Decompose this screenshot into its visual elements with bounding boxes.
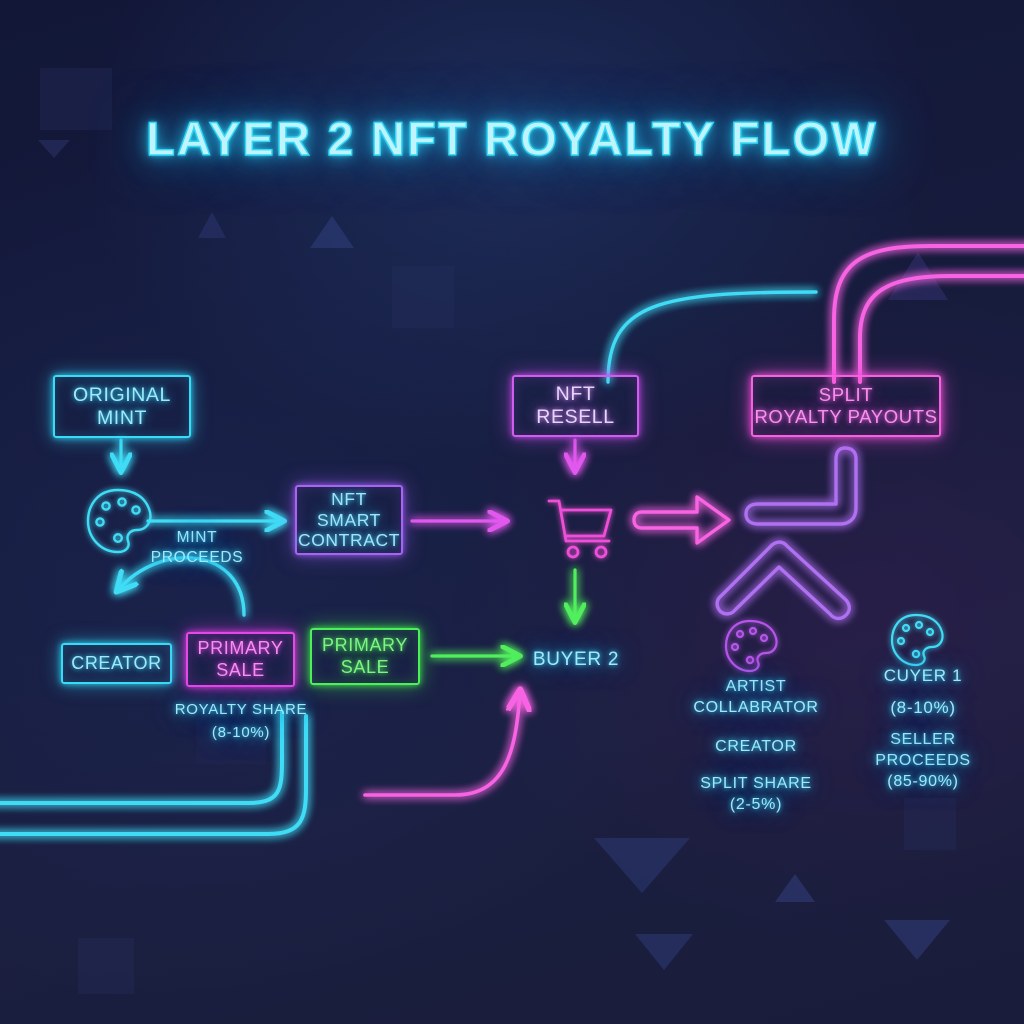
bg-triangle xyxy=(888,252,948,300)
bg-triangle xyxy=(884,920,950,960)
label-cuyer-1: CUYER 1 xyxy=(883,666,963,685)
node-split-royalty-payouts[interactable]: SPLIT ROYALTY PAYOUTS xyxy=(751,375,941,437)
bg-square xyxy=(392,266,454,328)
bg-triangle xyxy=(635,934,693,970)
node-original-mint[interactable]: ORIGINAL MINT xyxy=(53,375,191,438)
label-seller-proceeds: SELLER PROCEEDS (85-90%) xyxy=(875,731,971,790)
bg-triangle xyxy=(775,874,815,902)
shopping-cart-icon xyxy=(547,499,613,559)
node-primary-sale-green[interactable]: PRIMARY SALE xyxy=(310,628,420,685)
palette-icon xyxy=(724,619,778,673)
label-creator-split-share: SPLIT SHARE (2-5%) xyxy=(700,775,812,813)
bg-triangle xyxy=(310,216,354,248)
split-fork-pipe xyxy=(715,540,851,621)
label-royalty-share: ROYALTY SHARE (8-10%) xyxy=(174,701,308,742)
bg-triangle xyxy=(594,838,690,893)
bg-triangle xyxy=(38,140,70,158)
label-mint-proceeds: MINT PROCEEDS xyxy=(150,529,244,567)
split-branch-pipe xyxy=(744,446,858,526)
node-creator[interactable]: CREATOR xyxy=(61,643,172,684)
label-cuyer-1-percent: (8-10%) xyxy=(890,698,956,717)
bg-triangle xyxy=(198,212,226,238)
bg-square xyxy=(40,68,112,130)
cart-to-split-arrow xyxy=(632,495,731,545)
page-title: LAYER 2 NFT ROYALTY FLOW xyxy=(145,111,878,165)
resale-feedback-arrow xyxy=(363,692,520,797)
node-nft-smart-contract[interactable]: NFT SMART CONTRACT xyxy=(295,485,403,555)
label-artist-collaborator: ARTIST COLLABRATOR xyxy=(693,678,819,716)
resell-return-curve xyxy=(606,290,818,384)
label-buyer-2: BUYER 2 xyxy=(532,649,620,670)
bg-square xyxy=(904,798,956,850)
label-creator-split-title: CREATOR xyxy=(715,738,797,755)
node-primary-sale-magenta[interactable]: PRIMARY SALE xyxy=(186,632,295,687)
node-nft-resell[interactable]: NFT RESELL xyxy=(512,375,639,437)
palette-icon xyxy=(890,613,944,667)
bg-square xyxy=(78,938,134,994)
